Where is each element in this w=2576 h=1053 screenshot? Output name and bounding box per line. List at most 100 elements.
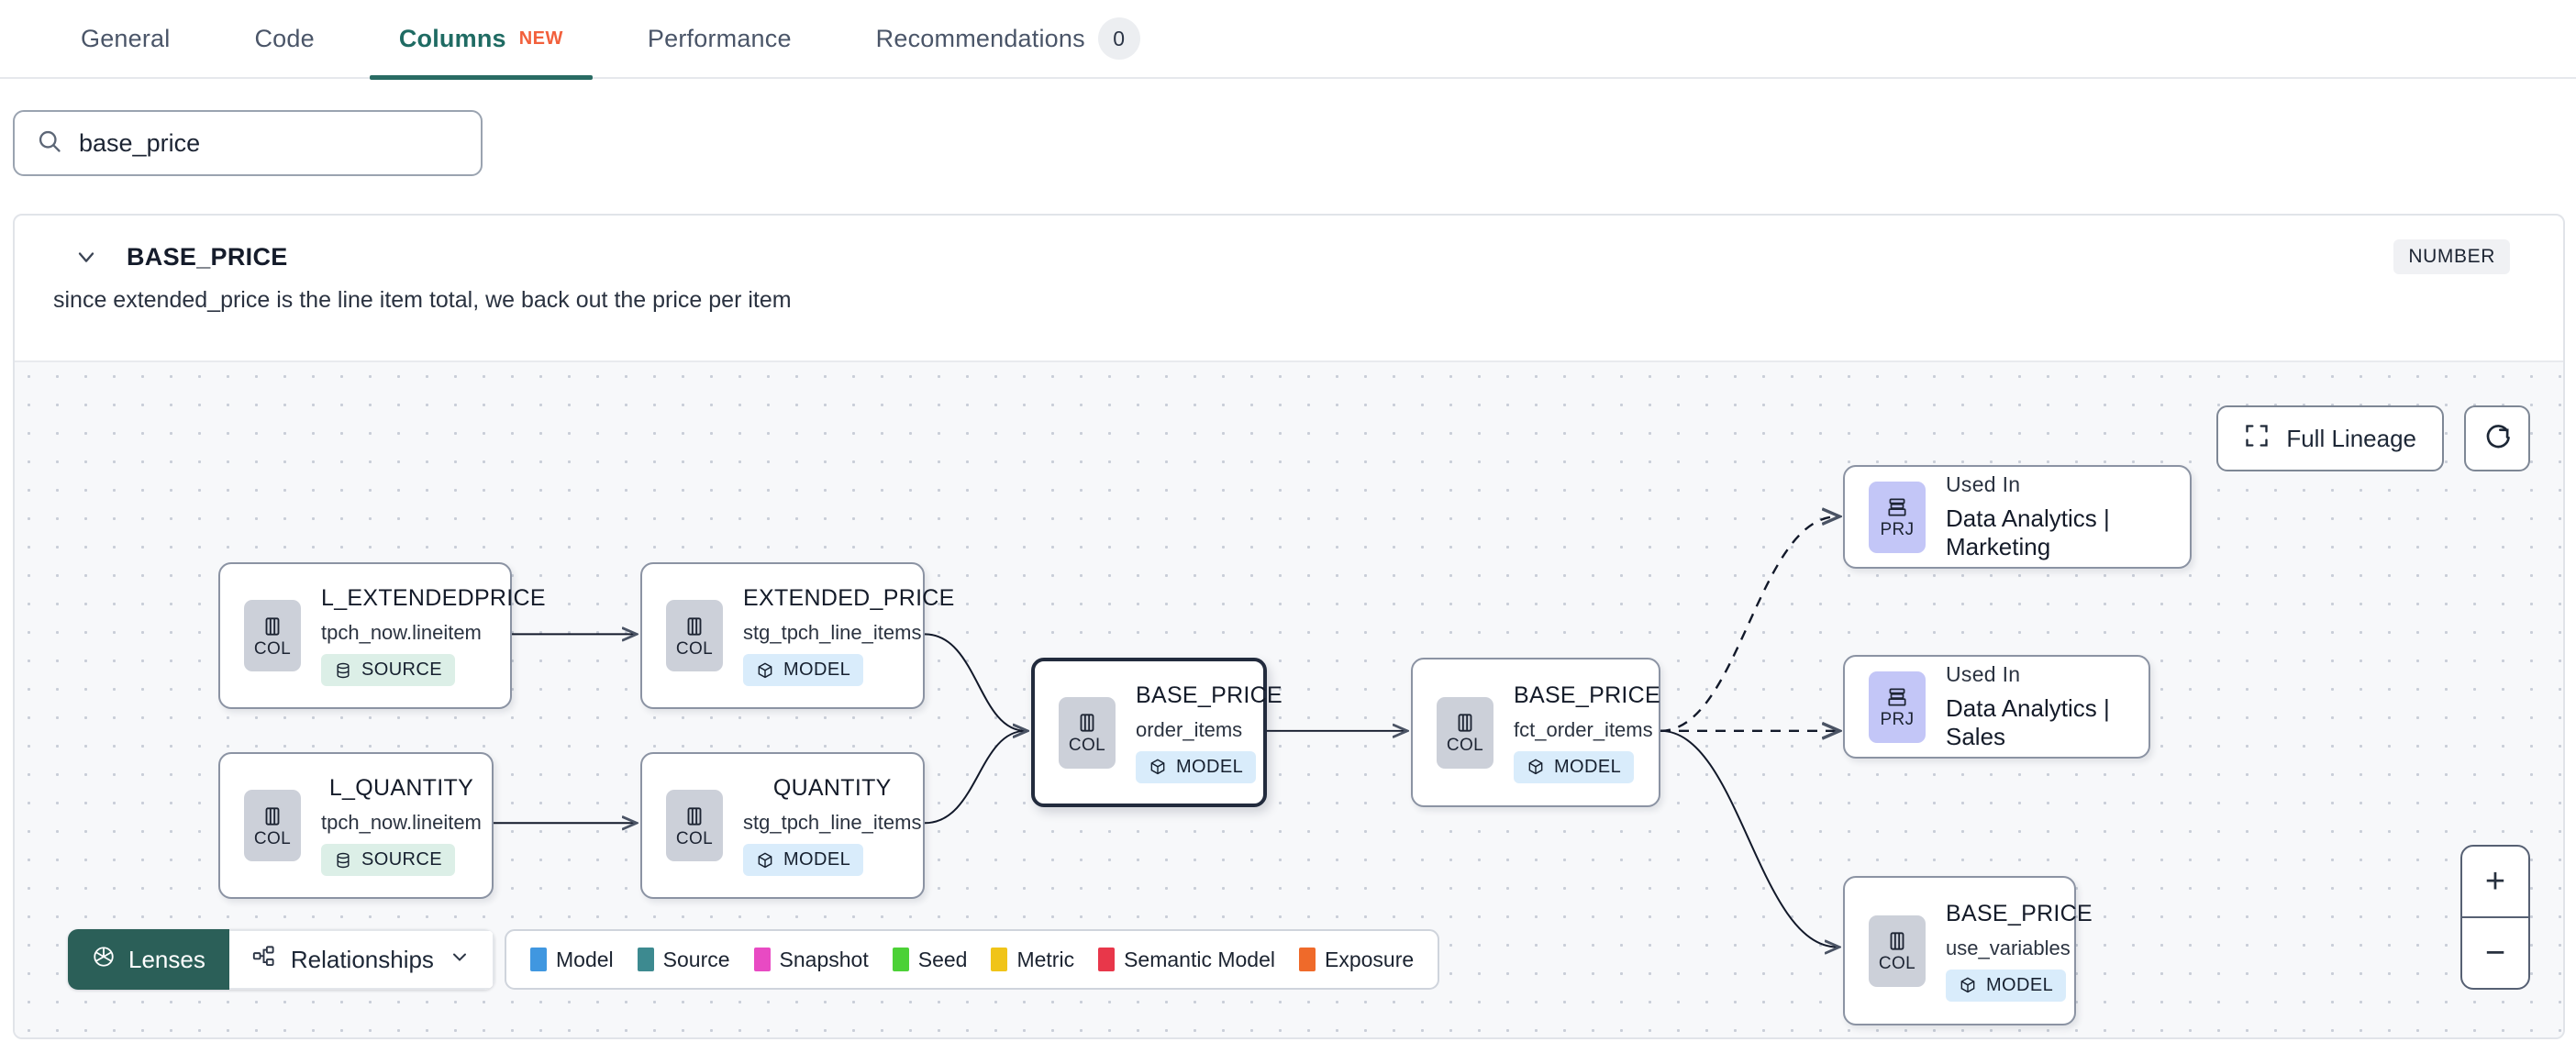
lineage-canvas[interactable]: COL L_EXTENDEDPRICE tpch_now.lineitem SO… [15,360,2563,1037]
column-type-badge: NUMBER [2393,239,2510,274]
lineage-node[interactable]: COL BASE_PRICE use_variables MODEL [1843,876,2093,1025]
node-type-legend: Model Source Snapshot Seed Metric Semant… [505,929,1440,990]
cube-icon [1528,759,1543,775]
col-kind-badge: COL [244,790,301,861]
kind-label: COL [1446,736,1484,755]
kind-label: COL [253,638,292,659]
lineage-node[interactable]: COL BASE_PRICE fct_order_items MODEL [1411,658,1660,807]
lenses-label: Lenses [128,945,205,973]
legend-label: Source [662,947,730,971]
new-badge: NEW [518,28,563,49]
tab-columns[interactable]: Columns NEW [369,0,593,80]
legend-label: Seed [917,947,968,971]
legend-item: Semantic Model [1098,948,1275,972]
lineage-node-project[interactable]: PRJ Used In Data Analytics | Sales [1843,655,2150,759]
chevron-down-icon [449,946,471,974]
node-subtitle: tpch_now.lineitem [321,811,482,834]
lineage-node[interactable]: COL L_EXTENDEDPRICE tpch_now.lineitem SO… [218,562,546,709]
tab-label: Performance [647,24,792,52]
node-name: Used In [1946,472,2021,496]
node-name: QUANTITY [772,775,892,801]
relationships-icon [251,944,276,975]
materialization-badge: MODEL [743,654,864,686]
tab-performance[interactable]: Performance [618,0,821,78]
legend-item: Model [530,948,614,972]
legend-swatch [991,948,1008,971]
materialization-label: MODEL [1986,974,2054,995]
full-lineage-button[interactable]: Full Lineage [2216,405,2444,471]
lenses-toolbar: Lenses Relationships [68,929,494,990]
col-kind-badge: COL [1059,696,1116,769]
tab-bar: General Code Columns NEW Performance Rec… [0,0,2576,80]
lineage-node-project[interactable]: PRJ Used In Data Analytics | Marketing [1843,465,2192,569]
tab-label: Code [254,24,315,52]
node-subtitle: Data Analytics | Sales [1946,694,2110,750]
node-name: EXTENDED_PRICE [743,585,955,611]
col-kind-badge: COL [666,790,723,861]
materialization-label: SOURCE [361,849,442,870]
tab-general[interactable]: General [51,0,199,78]
column-detail-panel: BASE_PRICE NUMBER since extended_price i… [13,214,2565,1039]
col-kind-badge: COL [666,600,723,671]
materialization-badge: SOURCE [321,844,455,876]
tab-label: Columns [398,24,506,52]
materialization-label: MODEL [1554,756,1622,777]
col-kind-badge: COL [1437,696,1493,769]
tab-recommendations[interactable]: Recommendations 0 [847,0,1170,78]
database-icon [337,852,350,868]
node-name: BASE_PRICE [1514,682,1661,708]
col-kind-badge: COL [244,600,301,671]
refresh-button[interactable] [2464,405,2530,471]
cube-icon [758,662,772,678]
materialization-label: MODEL [1176,756,1244,777]
lineage-node-selected[interactable]: COL BASE_PRICE order_items MODEL [1031,658,1282,807]
search-box[interactable] [13,110,483,176]
lineage-edges [494,362,2563,1037]
expand-icon [2244,423,2270,455]
node-subtitle: Data Analytics | Marketing [1946,504,2110,560]
materialization-badge: MODEL [1514,750,1635,783]
legend-item: Metric [991,948,1074,972]
chevron-down-icon[interactable] [73,244,99,270]
node-subtitle: fct_order_items [1514,717,1653,741]
kind-label: COL [1878,954,1916,973]
cube-icon [758,852,772,868]
materialization-badge: MODEL [743,844,864,876]
kind-label: COL [675,828,714,848]
node-subtitle: tpch_now.lineitem [321,621,482,644]
tab-label: General [81,24,171,52]
column-header: BASE_PRICE NUMBER [15,216,2563,298]
zoom-controls[interactable]: + − [2460,845,2530,990]
node-name: L_EXTENDEDPRICE [321,585,546,611]
cube-icon [1150,759,1165,775]
legend-swatch [892,948,909,971]
node-name: BASE_PRICE [1946,900,2093,926]
col-kind-badge: COL [1869,914,1926,987]
legend-swatch [753,948,771,971]
lineage-node[interactable]: COL EXTENDED_PRICE stg_tpch_line_items M… [640,562,954,709]
kind-label: PRJ [1880,520,1915,539]
legend-swatch [1299,948,1316,971]
zoom-out-button[interactable]: − [2484,933,2506,972]
legend-label: Model [556,947,614,971]
database-icon [337,662,350,678]
node-name: Used In [1946,662,2021,686]
relationships-dropdown[interactable]: Relationships [228,929,494,990]
zoom-in-button[interactable]: + [2462,847,2528,918]
legend-swatch [530,948,547,971]
tab-code[interactable]: Code [225,0,343,78]
recommendations-count-badge: 0 [1097,17,1140,60]
node-subtitle: order_items [1136,717,1243,741]
node-subtitle: use_variables [1946,936,2071,959]
node-name: L_QUANTITY [328,775,474,801]
node-name: BASE_PRICE [1136,682,1283,708]
materialization-label: MODEL [783,849,851,870]
column-description: since extended_price is the line item to… [53,287,792,313]
lineage-node[interactable]: COL L_QUANTITY tpch_now.lineitem SOURCE [218,752,494,899]
lenses-button[interactable]: Lenses [68,929,229,990]
legend-item: Snapshot [753,948,869,972]
lineage-node[interactable]: COL QUANTITY stg_tpch_line_items MODEL [640,752,925,899]
relationships-label: Relationships [290,945,434,973]
search-input[interactable] [79,128,459,158]
materialization-badge: MODEL [1946,969,2067,1002]
